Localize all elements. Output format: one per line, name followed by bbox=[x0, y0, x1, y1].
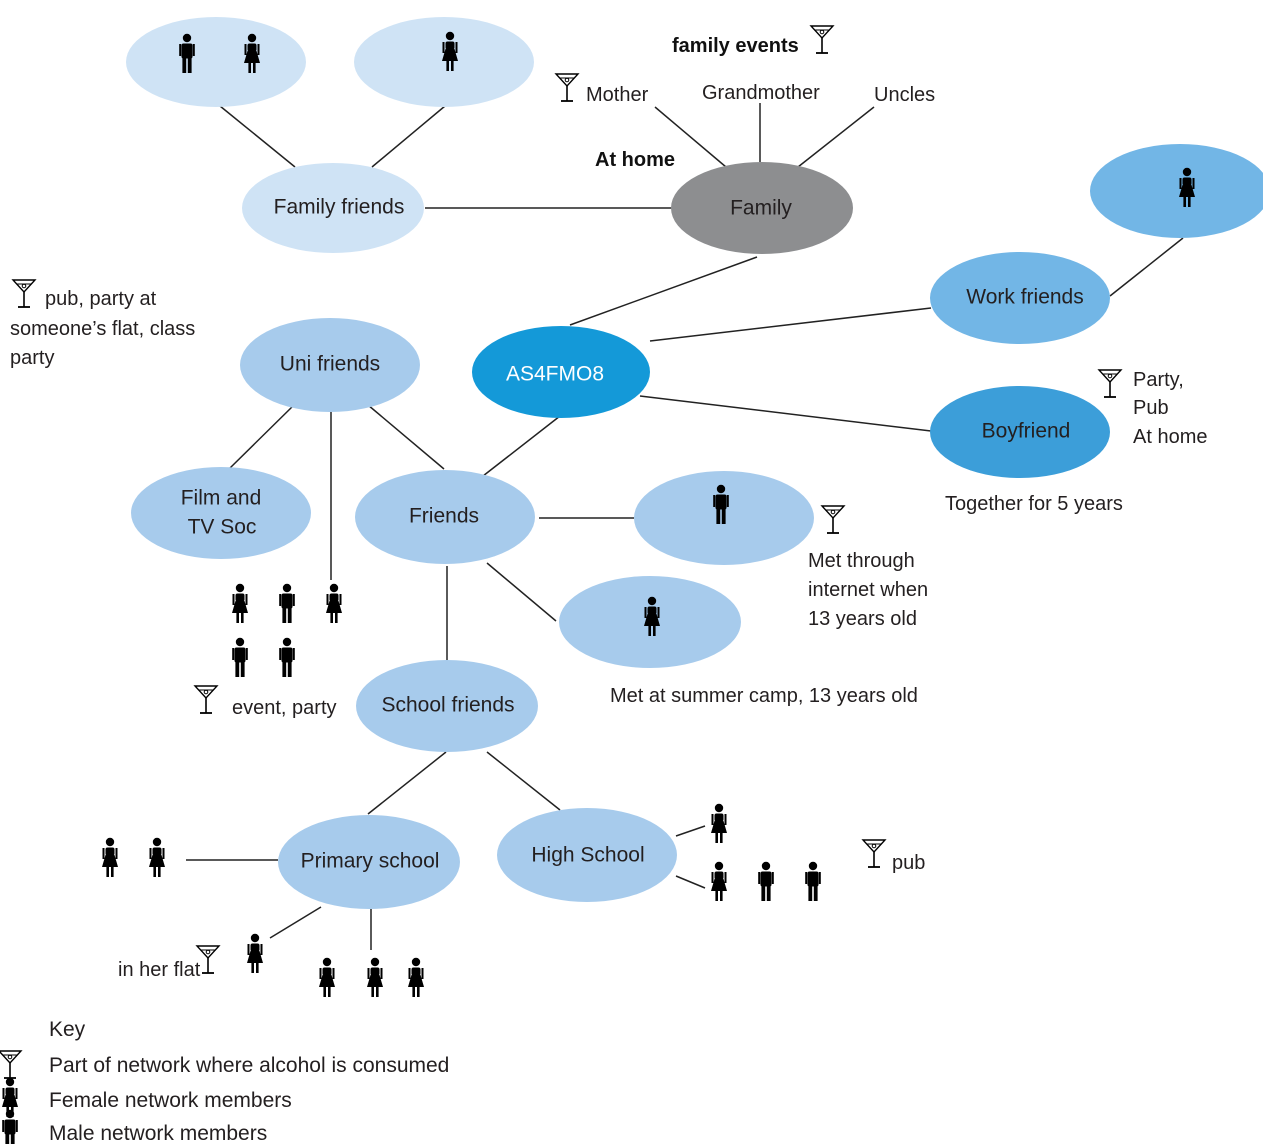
work-friends-label: Work friends bbox=[966, 286, 1083, 309]
internet-note-line3: 13 years old bbox=[808, 608, 917, 630]
cocktail-glass-icon bbox=[810, 25, 834, 54]
uni-friends-node bbox=[240, 318, 420, 412]
work-member-node bbox=[1090, 144, 1263, 238]
cocktail-glass-icon bbox=[0, 1050, 22, 1079]
edge-high-bottom bbox=[675, 875, 706, 889]
film-tv-soc-label-line2: TV Soc bbox=[188, 516, 257, 539]
summer-camp-text: Met at summer camp, 13 years old bbox=[610, 685, 918, 707]
edge-friends-camp bbox=[486, 562, 557, 622]
grandmother-text: Grandmother bbox=[702, 82, 820, 104]
ego-node bbox=[472, 326, 650, 418]
edge-ego-friends bbox=[482, 415, 561, 477]
edge-ego-boyfriend bbox=[639, 395, 932, 432]
female-figure-icon bbox=[408, 957, 424, 997]
male-figure-icon bbox=[232, 637, 248, 677]
family-node bbox=[671, 162, 853, 254]
cocktail-glass-icon bbox=[862, 839, 886, 868]
uni-note-line3: party bbox=[10, 347, 54, 369]
edge-school-primary bbox=[367, 751, 447, 815]
female-figure-icon bbox=[711, 803, 727, 843]
cocktail-glass-icon bbox=[194, 685, 218, 714]
edges bbox=[186, 103, 1184, 950]
uni-note-line2: someone’s flat, class bbox=[10, 318, 195, 340]
key: Key Part of network where alcohol is con… bbox=[2, 1018, 449, 1144]
female-figure-icon bbox=[102, 837, 118, 877]
female-figure-icon bbox=[247, 933, 263, 973]
family-friends-group2-node bbox=[354, 17, 534, 107]
high-school-label: High School bbox=[531, 844, 644, 867]
ego-label: AS4FMO8 bbox=[506, 363, 604, 386]
pub-text: pub bbox=[892, 852, 925, 874]
key-title: Key bbox=[49, 1018, 86, 1041]
school-friends-label: School friends bbox=[381, 694, 514, 717]
mother-text: Mother bbox=[586, 84, 649, 106]
internet-note-line1: Met through bbox=[808, 550, 915, 572]
female-figure-icon bbox=[149, 837, 165, 877]
female-figure-icon bbox=[326, 583, 342, 623]
edge-ego-work bbox=[649, 307, 932, 342]
film-tv-soc-node bbox=[131, 467, 311, 559]
internet-note-line2: internet when bbox=[808, 579, 928, 601]
female-figure-icon bbox=[367, 957, 383, 997]
cocktail-glass-icon bbox=[12, 279, 36, 308]
cocktail-glass-icon bbox=[555, 73, 579, 102]
boyfriend-note-line3: At home bbox=[1133, 426, 1207, 448]
cocktail-glass-icon bbox=[196, 945, 220, 974]
friends-node bbox=[355, 470, 535, 564]
annotations: family events Mother Grandmother Uncles … bbox=[10, 35, 1207, 981]
edge-uni-friends bbox=[367, 404, 445, 470]
cocktail-glass-icon bbox=[821, 505, 845, 534]
friends-label: Friends bbox=[409, 505, 479, 528]
nodes bbox=[126, 17, 1263, 909]
male-figure-icon bbox=[805, 861, 821, 901]
edge-family-ego bbox=[569, 256, 758, 326]
male-figure-icon bbox=[279, 583, 295, 623]
edge-work-member bbox=[1109, 237, 1184, 297]
key-male-text: Male network members bbox=[49, 1122, 267, 1144]
edge-family-friends-group2 bbox=[371, 105, 446, 168]
boyfriend-note-line1: Party, bbox=[1133, 369, 1184, 391]
edge-school-high bbox=[486, 751, 561, 811]
work-friends-node bbox=[930, 252, 1110, 344]
family-friends-node bbox=[242, 163, 424, 253]
male-figure-icon bbox=[758, 861, 774, 901]
family-label: Family bbox=[730, 197, 792, 220]
key-female-text: Female network members bbox=[49, 1089, 292, 1112]
edge-uni-film bbox=[228, 404, 295, 470]
alcohol-icons bbox=[0, 25, 1122, 1079]
male-figure-icon bbox=[279, 637, 295, 677]
cocktail-glass-icon bbox=[1098, 369, 1122, 398]
together-text: Together for 5 years bbox=[945, 493, 1123, 515]
edge-family-friends-group1 bbox=[219, 105, 296, 168]
edge-high-top bbox=[675, 825, 706, 837]
at-home-text: At home bbox=[595, 149, 675, 171]
boyfriend-note-line2: Pub bbox=[1133, 397, 1169, 419]
in-her-flat-text: in her flat bbox=[118, 959, 201, 981]
uni-friends-label: Uni friends bbox=[280, 353, 380, 376]
female-figure-icon bbox=[232, 583, 248, 623]
edge-primary-flat bbox=[269, 906, 322, 939]
film-tv-soc-label-line1: Film and bbox=[181, 487, 262, 510]
family-friends-group1-node bbox=[126, 17, 306, 107]
family-friends-label: Family friends bbox=[274, 196, 405, 219]
family-events-text: family events bbox=[672, 35, 799, 57]
boyfriend-label: Boyfriend bbox=[982, 420, 1071, 443]
female-figure-icon bbox=[711, 861, 727, 901]
boyfriend-node bbox=[930, 386, 1110, 478]
primary-school-node bbox=[278, 815, 460, 909]
edge-family-uncles bbox=[797, 106, 875, 168]
high-school-node bbox=[497, 808, 677, 902]
node-labels: Family friends Family AS4FMO8 Work frien… bbox=[181, 196, 1084, 873]
primary-school-label: Primary school bbox=[301, 850, 440, 873]
key-alcohol-text: Part of network where alcohol is consume… bbox=[49, 1054, 449, 1077]
event-party-text: event, party bbox=[232, 697, 337, 719]
male-figure-icon bbox=[2, 1109, 18, 1144]
female-figure-icon bbox=[319, 957, 335, 997]
edge-family-mother bbox=[654, 106, 727, 168]
uni-note-line1: pub, party at bbox=[45, 288, 157, 310]
school-friends-node bbox=[356, 660, 538, 752]
uncles-text: Uncles bbox=[874, 84, 935, 106]
